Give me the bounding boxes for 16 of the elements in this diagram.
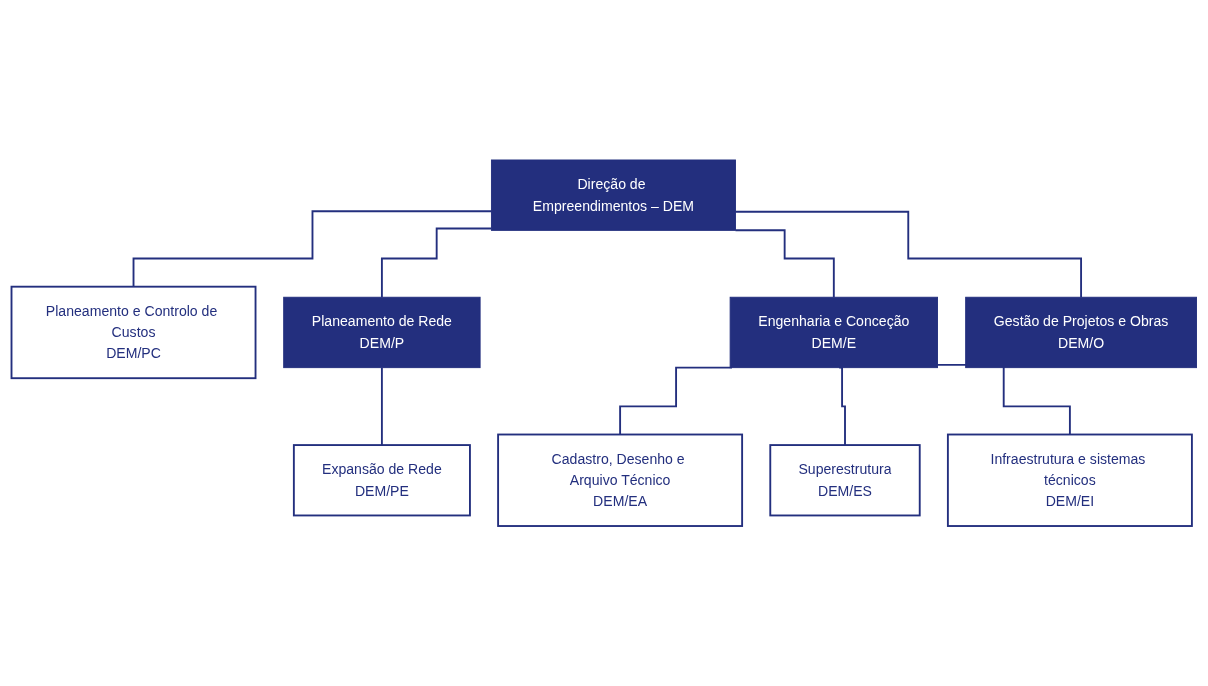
node-box: Gestão de Projetos e Obras DEM/O bbox=[965, 296, 1197, 369]
node-box: Cadastro, Desenho e Arquivo Técnico DEM/EA bbox=[497, 433, 744, 527]
connector bbox=[132, 210, 493, 288]
node-box: Superestrutura DEM/ES bbox=[769, 444, 921, 517]
node-box: Engenharia e Conceção DEM/E bbox=[729, 296, 938, 369]
node-box: Infraestrutura e sistemas técnicos DEM/EI bbox=[946, 433, 1193, 527]
node-box: Expansão de Rede DEM/PE bbox=[292, 444, 471, 517]
connector bbox=[838, 366, 846, 446]
node-box: Planeamento de Rede DEM/P bbox=[283, 296, 481, 369]
connector bbox=[734, 210, 1082, 299]
connector bbox=[619, 366, 733, 436]
node-box: Planeamento e Controlo de Custos DEM/PC bbox=[10, 285, 257, 380]
connector bbox=[734, 229, 835, 299]
node-box: Direção de Empreendimentos – DEM bbox=[490, 159, 736, 231]
connector bbox=[380, 366, 383, 446]
connector bbox=[380, 227, 493, 299]
